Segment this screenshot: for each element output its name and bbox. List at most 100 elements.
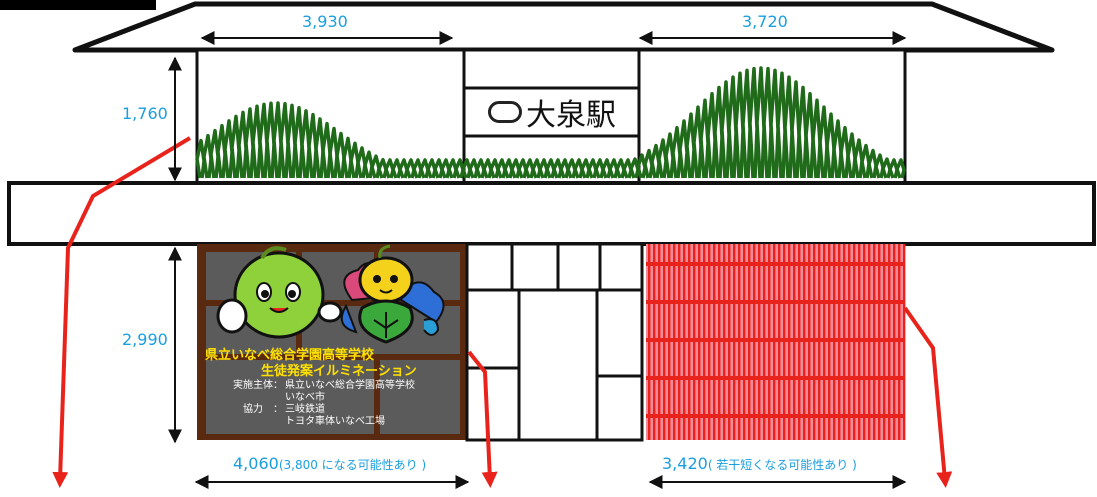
ivy-strand bbox=[517, 158, 528, 179]
ivy-strand bbox=[209, 128, 220, 179]
ivy-strand bbox=[685, 112, 696, 179]
ivy-strand bbox=[545, 158, 556, 179]
ivy-strand bbox=[727, 75, 738, 179]
dim-top-left-width: 3,930 bbox=[302, 12, 348, 31]
ivy-strand bbox=[615, 158, 626, 179]
station-name-sign: 大泉駅 bbox=[466, 90, 638, 134]
ivy-strand bbox=[643, 148, 654, 179]
ivy-strand bbox=[552, 158, 563, 179]
ivy-strand bbox=[762, 66, 773, 179]
ivy-strand bbox=[790, 80, 801, 179]
center-window-grid bbox=[465, 242, 644, 442]
dim-upper-height: 1,760 bbox=[122, 104, 168, 123]
ivy-strand bbox=[405, 158, 416, 179]
ivy-strand bbox=[286, 103, 297, 179]
ivy-strand bbox=[230, 114, 241, 179]
ivy-strand bbox=[475, 158, 486, 179]
ivy-strand bbox=[741, 68, 752, 179]
stripe-crossbar bbox=[646, 414, 905, 418]
ivy-strand bbox=[580, 158, 591, 179]
ivy-strand bbox=[692, 105, 703, 179]
dim-bottom-right-value: 3,420 bbox=[662, 454, 708, 473]
illumination-row: いなべ市 bbox=[285, 392, 325, 403]
ivy-strand bbox=[783, 75, 794, 179]
ivy-strand bbox=[510, 158, 521, 179]
ivy-strand bbox=[272, 101, 283, 179]
stripe-crossbar bbox=[646, 262, 905, 266]
ivy-strand bbox=[755, 66, 766, 179]
dim-bottom-right-note: ( 若干短くなる可能性あり ) bbox=[707, 458, 857, 472]
ivy-strand bbox=[195, 138, 206, 179]
ivy-strand bbox=[223, 119, 234, 179]
ivy-strand bbox=[622, 158, 633, 179]
dim-lower-height: 2,990 bbox=[122, 330, 168, 349]
ivy-strand bbox=[524, 158, 535, 179]
canopy-beam bbox=[7, 181, 1096, 246]
red-arrow-center bbox=[467, 350, 498, 488]
ivy-strand bbox=[706, 91, 717, 179]
ivy-strand bbox=[244, 107, 255, 179]
ivy-strand bbox=[433, 158, 444, 179]
ivy-strand bbox=[587, 158, 598, 179]
illumination-caption: 県立いなべ総合学園高等学校 生徒発案イルミネーション 実施主体：県立いなべ総合学… bbox=[205, 348, 467, 440]
ivy-decoration bbox=[195, 66, 906, 179]
ivy-strand bbox=[237, 110, 248, 179]
ivy-strand bbox=[594, 158, 605, 179]
ivy-strand bbox=[601, 158, 612, 179]
ivy-strand bbox=[489, 158, 500, 179]
ivy-strand bbox=[251, 104, 262, 179]
ivy-strand bbox=[748, 66, 759, 179]
ivy-strand bbox=[650, 143, 661, 179]
stripe-crossbar bbox=[646, 376, 905, 380]
ivy-strand bbox=[496, 158, 507, 179]
ivy-strand bbox=[699, 98, 710, 179]
ivy-strand bbox=[671, 125, 682, 179]
ivy-strand bbox=[888, 158, 899, 179]
ivy-strand bbox=[412, 158, 423, 179]
ivy-strand bbox=[678, 119, 689, 179]
roof bbox=[72, 1, 1055, 53]
ivy-strand bbox=[300, 109, 311, 179]
ivy-strand bbox=[720, 80, 731, 179]
ivy-strand bbox=[202, 133, 213, 179]
ivy-strand bbox=[461, 158, 472, 179]
ivy-strand bbox=[398, 158, 409, 179]
ivy-strand bbox=[482, 158, 493, 179]
ivy-strand bbox=[776, 71, 787, 179]
ivy-strand bbox=[538, 158, 549, 179]
ivy-strand bbox=[713, 85, 724, 179]
dim-bottom-left-note: (3,800 になる可能性あり ) bbox=[278, 458, 427, 472]
ivy-strand bbox=[454, 158, 465, 179]
ivy-strand bbox=[293, 105, 304, 179]
ivy-strand bbox=[657, 138, 668, 179]
ivy-strand bbox=[258, 102, 269, 179]
illumination-row: 実施主体：県立いなべ総合学園高等学校 bbox=[233, 380, 415, 391]
stripe-crossbar bbox=[646, 338, 905, 342]
dim-bottom-left-width: 4,060(3,800 になる可能性あり ) bbox=[233, 456, 426, 472]
red-arrow-left bbox=[52, 136, 192, 488]
ivy-strand bbox=[503, 158, 514, 179]
ivy-strand bbox=[468, 158, 479, 179]
ivy-strand bbox=[419, 158, 430, 179]
ivy-strand bbox=[531, 158, 542, 179]
ivy-strand bbox=[391, 158, 402, 179]
ivy-strand bbox=[734, 71, 745, 179]
dim-top-right-width: 3,720 bbox=[742, 12, 788, 31]
station-name: 大泉駅 bbox=[526, 98, 616, 133]
ivy-strand bbox=[664, 132, 675, 179]
oval-emblem-icon bbox=[488, 101, 522, 123]
mascot-ume-character bbox=[216, 246, 343, 339]
ivy-strand bbox=[769, 68, 780, 179]
stripe-crossbar bbox=[646, 300, 905, 304]
red-arrows bbox=[52, 136, 953, 488]
ivy-strand bbox=[573, 158, 584, 179]
ivy-strand bbox=[608, 158, 619, 179]
dim-bottom-right-width: 3,420( 若干短くなる可能性あり ) bbox=[662, 456, 857, 472]
mascot-leaf-character bbox=[340, 244, 445, 344]
ivy-strand bbox=[447, 158, 458, 179]
ivy-strand bbox=[636, 153, 647, 179]
corner-tag bbox=[0, 0, 156, 10]
illumination-row: 協力 ：三岐鉄道 bbox=[243, 404, 325, 415]
ivy-strand bbox=[216, 123, 227, 179]
